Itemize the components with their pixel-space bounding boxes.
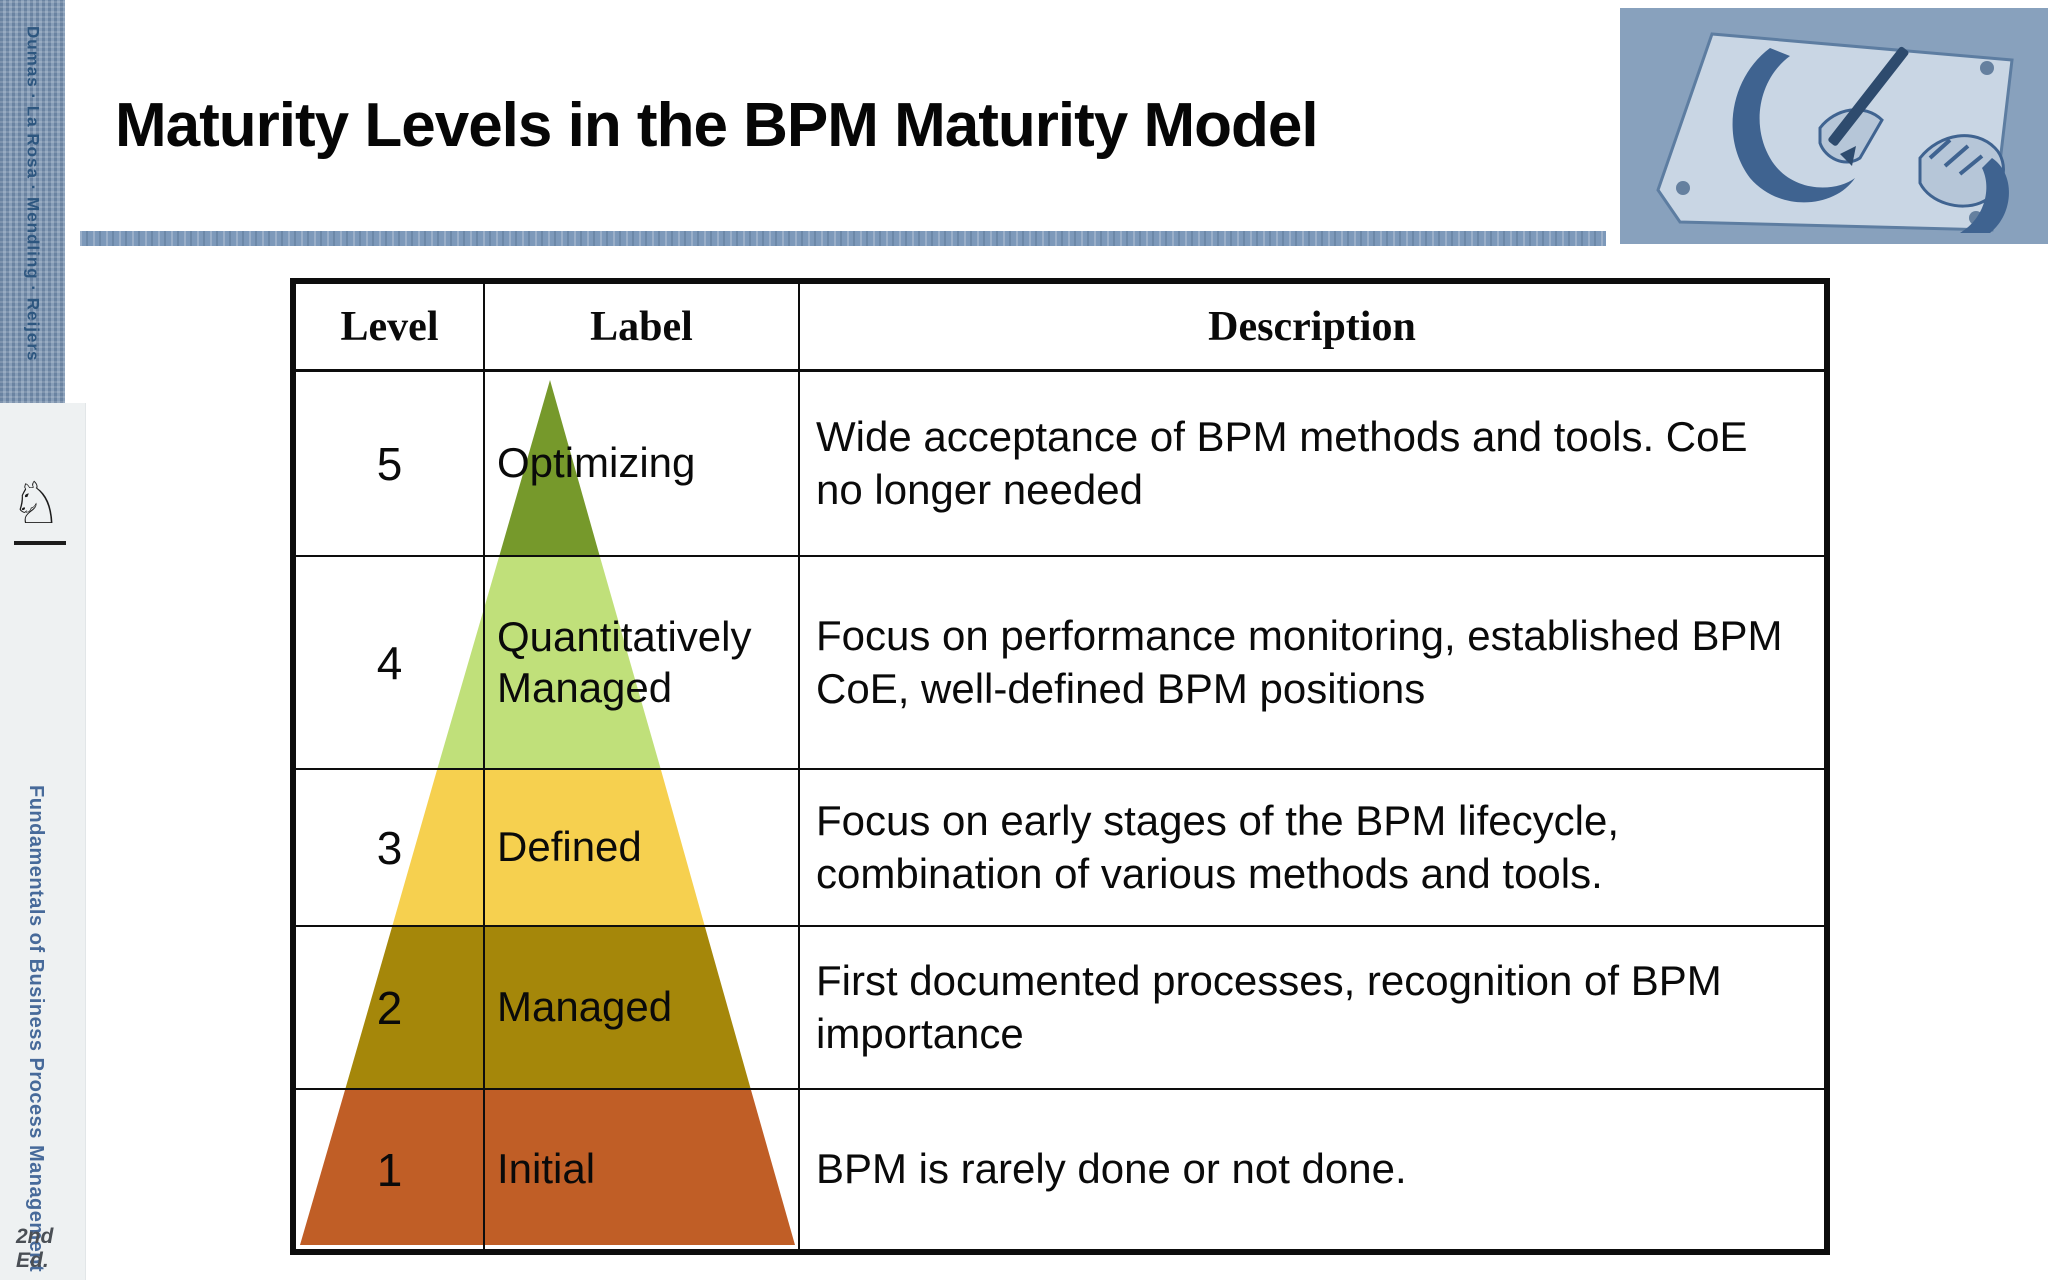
pyramid-slice-level2 [345, 927, 751, 1090]
book-spine-bottom: ♘ Fundamentals of Business Process Manag… [0, 403, 86, 1280]
column-header-description: Description [800, 284, 1824, 372]
pyramid-slice-level3 [392, 770, 705, 927]
spine-authors: Dumas · La Rosa · Mendling · Reijers [23, 26, 43, 362]
knight-logo-icon: ♘ [10, 471, 62, 536]
table-row-level-2-description: First documented processes, recognition … [800, 927, 1824, 1090]
page-title: Maturity Levels in the BPM Maturity Mode… [115, 91, 1319, 160]
table-row-level-4-description: Focus on performance monitoring, establi… [800, 557, 1824, 770]
book-spine-top: Dumas · La Rosa · Mendling · Reijers [0, 0, 65, 403]
table-row-level-1-label: Initial [485, 1090, 800, 1249]
spine-book-title: Fundamentals of Business Process Managem… [25, 785, 47, 1273]
table-row-level-1-number: 1 [296, 1090, 485, 1249]
table-row-level-1-description: BPM is rarely done or not done. [816, 1145, 1407, 1193]
table-row-level-4-number: 4 [296, 557, 485, 770]
table-row-level-3-number: 3 [296, 770, 485, 927]
table-row-level-2-number: 2 [296, 927, 485, 1090]
table-row-level-4-label: Quantitatively Managed [485, 557, 800, 770]
table-row-level-3-description: Focus on early stages of the BPM lifecyc… [800, 770, 1824, 927]
table-row-level-5-number: 5 [296, 372, 485, 557]
table-row-level-5-description: Wide acceptance of BPM methods and tools… [800, 372, 1824, 557]
column-header-label: Label [485, 284, 800, 372]
pyramid-slice-level4 [437, 557, 661, 770]
table-row-level-5-label: Optimizing [485, 372, 800, 557]
maturity-table: Level Label Description 5 Optimizing Wid… [290, 278, 1830, 1255]
spine-edition: 2nd Ed. [16, 1225, 54, 1272]
maturity-table-grid: Level Label Description 5 Optimizing Wid… [290, 278, 1830, 1255]
table-row-level-3-label: Defined [485, 770, 800, 927]
column-header-level: Level [296, 284, 485, 372]
maturity-pyramid [300, 380, 795, 1245]
table-row-level-2-label: Managed [485, 927, 800, 1090]
pyramid-slice-level1 [300, 1090, 795, 1245]
title-divider-bar [80, 231, 1606, 246]
pyramid-slice-level5 [499, 380, 600, 557]
knight-logo-underline [14, 541, 66, 545]
drawing-hands-image [1620, 8, 2048, 244]
